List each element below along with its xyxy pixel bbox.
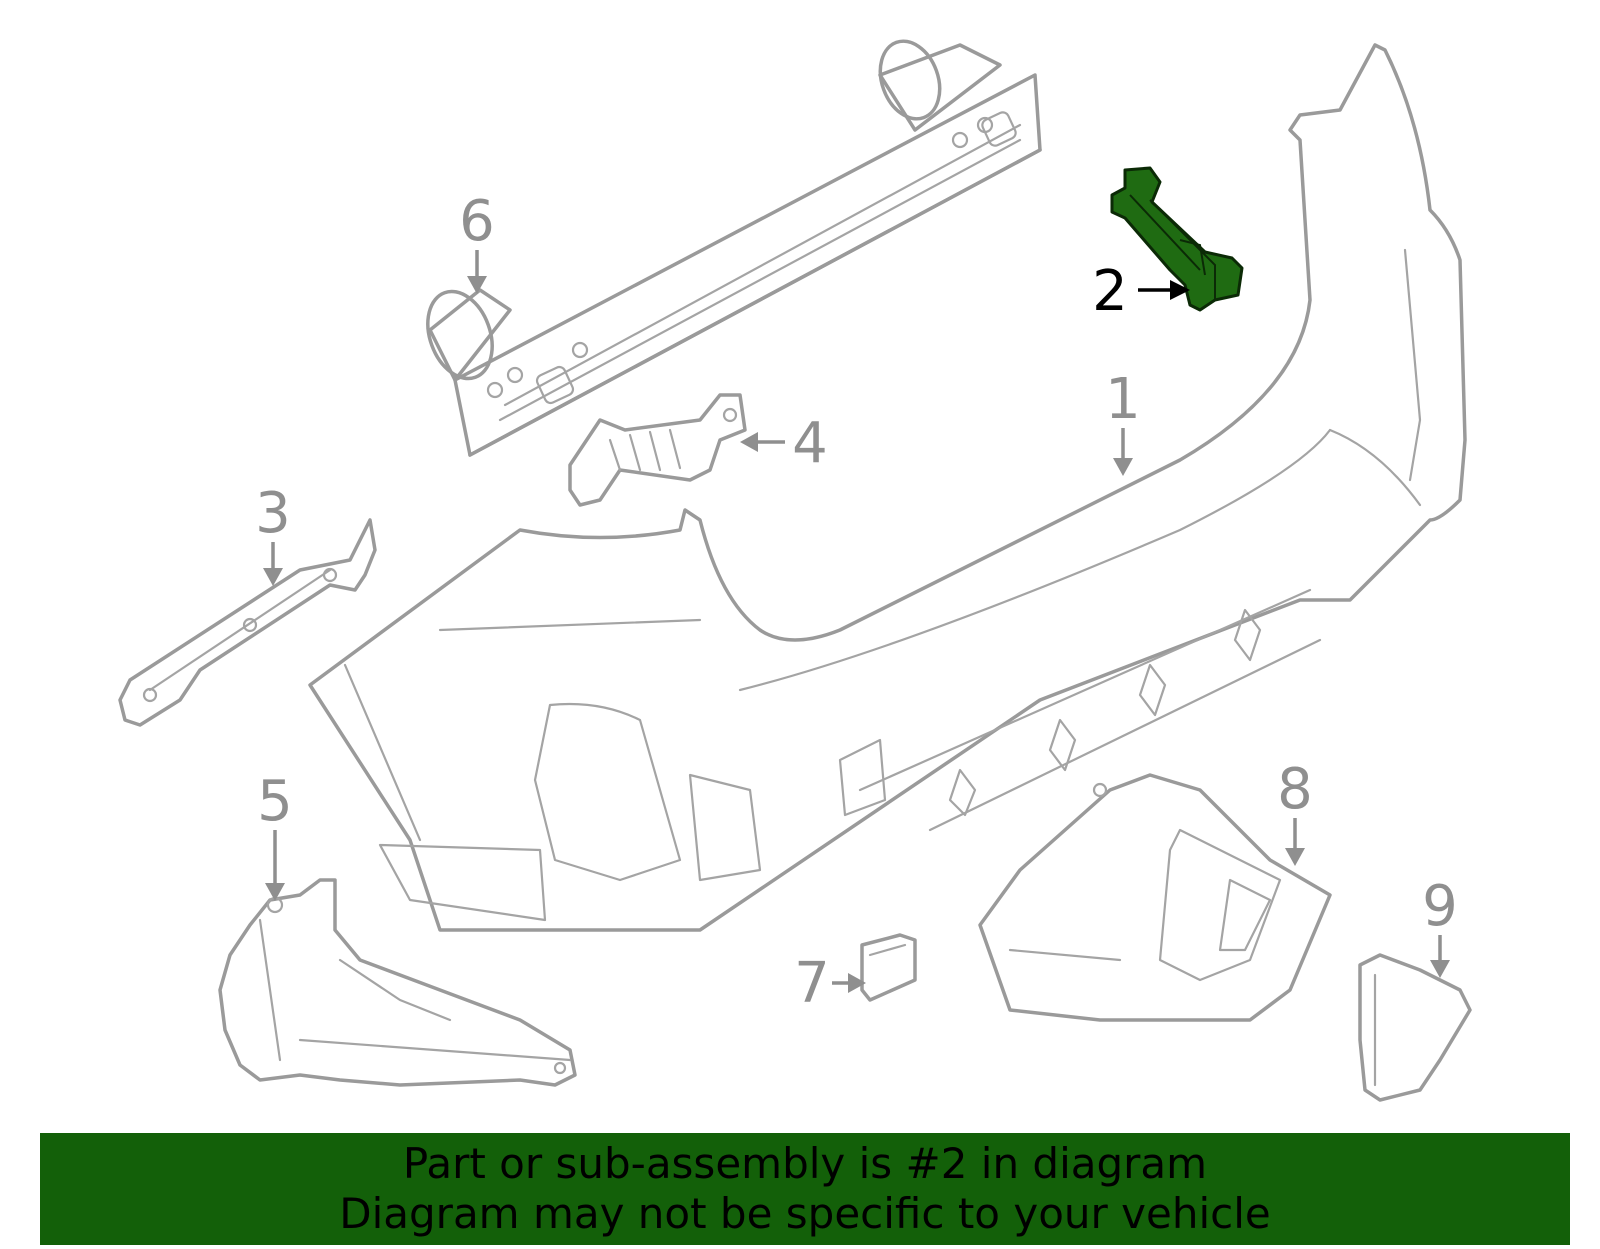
callout-2: 2 [1092,259,1190,324]
callout-label-3: 3 [255,481,291,546]
callout-7: 7 [794,951,866,1016]
callout-label-7: 7 [794,951,830,1016]
parts-diagram: 1 2 3 4 5 6 7 8 9 [118,39,1472,1102]
callout-1: 1 [1105,367,1141,476]
part-5-lower-bracket [218,878,577,1087]
callout-6: 6 [459,189,495,294]
part-4-guide-bracket [568,393,747,507]
info-banner: Part or sub-assembly is #2 in diagram Di… [40,1133,1570,1245]
banner-line-disclaimer: Diagram may not be specific to your vehi… [339,1189,1271,1238]
banner-line-part-number: Part or sub-assembly is #2 in diagram [402,1139,1208,1188]
callout-label-9: 9 [1422,874,1458,939]
callout-label-6: 6 [459,189,495,254]
callout-3: 3 [255,481,291,586]
callout-9: 9 [1422,874,1458,978]
callout-label-5: 5 [257,769,293,834]
callout-label-2: 2 [1092,259,1128,324]
callout-8: 8 [1277,757,1313,866]
callout-label-1: 1 [1105,367,1141,432]
part-9-corner-cap [1358,953,1472,1102]
part-3-side-bracket [118,518,377,727]
callout-5: 5 [257,769,293,901]
part-2-bracket-highlighted [1110,166,1244,312]
part-8-corner-trim [978,773,1332,1022]
part-1-bumper-cover [308,43,1467,932]
part-7-cap [860,933,917,1002]
callout-4: 4 [740,411,828,476]
part-6-reinforcement-beam [426,39,1042,457]
callout-label-4: 4 [792,411,828,476]
callout-label-8: 8 [1277,757,1313,822]
